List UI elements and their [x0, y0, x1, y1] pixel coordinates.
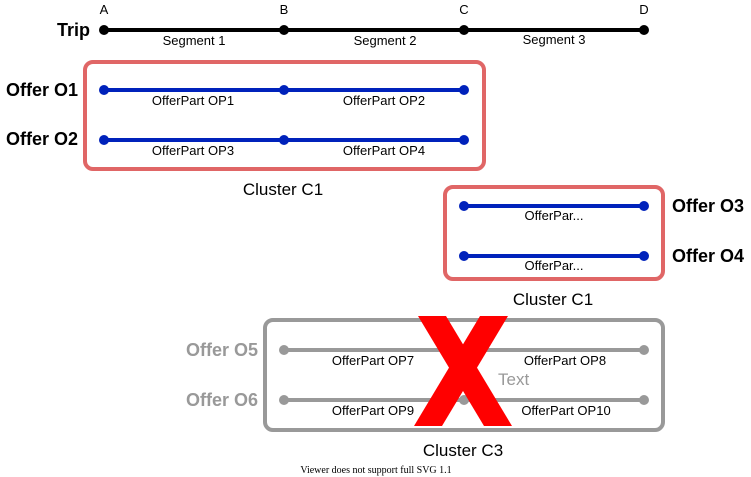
cross-out-mark — [414, 316, 512, 426]
offer-o2-label: Offer O2 — [6, 129, 78, 149]
offer-o3-point — [639, 201, 649, 211]
offerpart-op3-label: OfferPart OP3 — [152, 143, 234, 158]
trip-point-d-label: D — [639, 2, 648, 17]
trip-point-b-label: B — [280, 2, 289, 17]
trip-point-d — [639, 25, 649, 35]
offer-o4-part-label: OfferPar... — [524, 258, 583, 273]
offerpart-op9-label: OfferPart OP9 — [332, 403, 414, 418]
offer-o2-point — [459, 135, 469, 145]
cluster-c1-first-box — [83, 60, 486, 171]
segment-3-label: Segment 3 — [523, 32, 586, 47]
svg-support-warning: Viewer does not support full SVG 1.1 — [300, 465, 451, 476]
segment-2-label: Segment 2 — [354, 33, 417, 48]
offer-o5-point — [279, 345, 289, 355]
offer-o3-part-label: OfferPar... — [524, 208, 583, 223]
offerpart-op4-label: OfferPart OP4 — [343, 143, 425, 158]
offer-o2-point — [99, 135, 109, 145]
cluster-c3-overlay-text: Text — [498, 370, 529, 389]
trip-point-a — [99, 25, 109, 35]
offer-o6-point — [459, 395, 469, 405]
offer-o1-point — [459, 85, 469, 95]
segment-1-label: Segment 1 — [163, 33, 226, 48]
offer-o2-point — [279, 135, 289, 145]
offer-o4-label: Offer O4 — [672, 246, 744, 266]
cluster-c1-second: Cluster C1 OfferPar... Offer O3 OfferPar… — [443, 185, 744, 309]
trip-point-b — [279, 25, 289, 35]
trip-point-c-label: C — [459, 2, 468, 17]
offer-o6-point — [639, 395, 649, 405]
cluster-c3-box — [263, 318, 665, 432]
offer-o1-label: Offer O1 — [6, 80, 78, 100]
offerpart-op7-label: OfferPart OP7 — [332, 353, 414, 368]
trip-point-c — [459, 25, 469, 35]
offerpart-op1-label: OfferPart OP1 — [152, 93, 234, 108]
trip-label: Trip — [57, 20, 90, 40]
cluster-c1-second-box — [443, 185, 665, 281]
offer-o1-point — [99, 85, 109, 95]
offer-o6-point — [279, 395, 289, 405]
offerpart-op10-label: OfferPart OP10 — [521, 403, 610, 418]
cluster-c1-first-label: Cluster C1 — [243, 180, 323, 199]
offer-o6-label: Offer O6 — [186, 390, 258, 410]
cluster-c3: Cluster C3 Offer O5 OfferPart OP7 OfferP… — [186, 316, 665, 460]
offer-o5-label: Offer O5 — [186, 340, 258, 360]
offer-o4-point — [459, 251, 469, 261]
cluster-c1-first: Cluster C1 Offer O1 OfferPart OP1 OfferP… — [6, 60, 486, 199]
offer-o4-point — [639, 251, 649, 261]
offerpart-op8-label: OfferPart OP8 — [524, 353, 606, 368]
offerpart-op2-label: OfferPart OP2 — [343, 93, 425, 108]
cross-stroke-2 — [414, 316, 508, 426]
offer-o3-label: Offer O3 — [672, 196, 744, 216]
trip-point-a-label: A — [100, 2, 109, 17]
offer-o1-point — [279, 85, 289, 95]
offer-o3-point — [459, 201, 469, 211]
offer-o5-point — [639, 345, 649, 355]
cluster-c3-label: Cluster C3 — [423, 441, 503, 460]
cluster-c1-second-label: Cluster C1 — [513, 290, 593, 309]
trip-row: Trip A B C D Segment 1 Segment 2 Segment… — [57, 2, 649, 48]
